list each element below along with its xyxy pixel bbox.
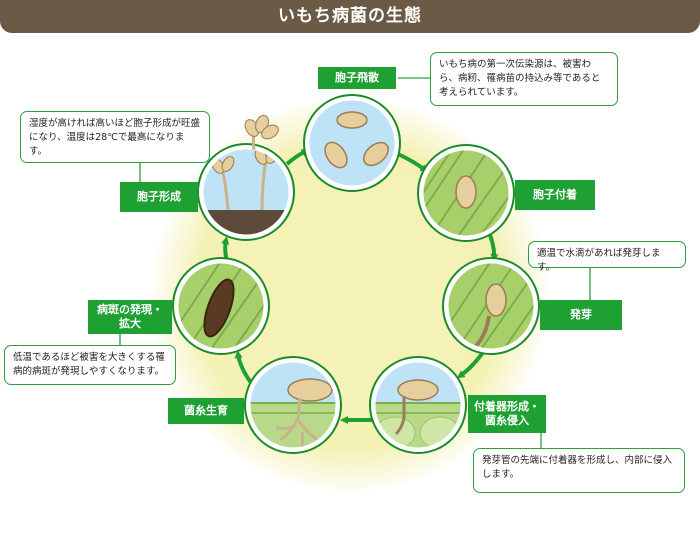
spore-attachment-illustration [417,144,515,242]
arrow-7 [285,149,310,166]
hyphal-growth-illustration [244,356,342,454]
label-spore-attachment: 胞子付着 [515,180,595,210]
label-lesion: 病斑の発現・ 拡大 [88,300,172,334]
invasion-illustration [369,356,467,454]
lesion-illustration [172,257,270,355]
arrow-1 [397,152,429,173]
note-germination: 適温で水滴があれば発芽します。 [528,241,686,273]
arrow-5 [234,350,254,386]
label-spore-dispersal: 胞子飛散 [318,67,396,89]
page-title: いもち病菌の生態 [278,6,422,26]
label-germination: 発芽 [540,300,622,330]
spore-dispersal-illustration [303,94,401,192]
spore-formation-illustration [197,114,295,241]
title-bar [0,0,700,33]
note-invasion: 発芽管の先端に付着器を形成し、内部に侵入します。 [473,448,685,493]
note-spore-dispersal: いもち病の第一次伝染源は、被害わら、病籾、罹病苗の持込み等であると考えられていま… [430,52,618,106]
note-spore-formation: 湿度が高ければ高いほど胞子形成が旺盛になり、温度は28℃で最高になります。 [20,111,210,163]
label-hyphal-growth: 菌糸生育 [168,398,244,424]
arrow-2 [487,231,499,262]
note-lesion: 低温であるほど被害を大きくする罹病的病斑が発現しやすくなります。 [4,345,176,385]
label-invasion: 付着器形成・ 菌糸侵入 [468,395,546,433]
label-spore-formation: 胞子形成 [120,182,198,212]
germination-illustration [442,257,540,355]
